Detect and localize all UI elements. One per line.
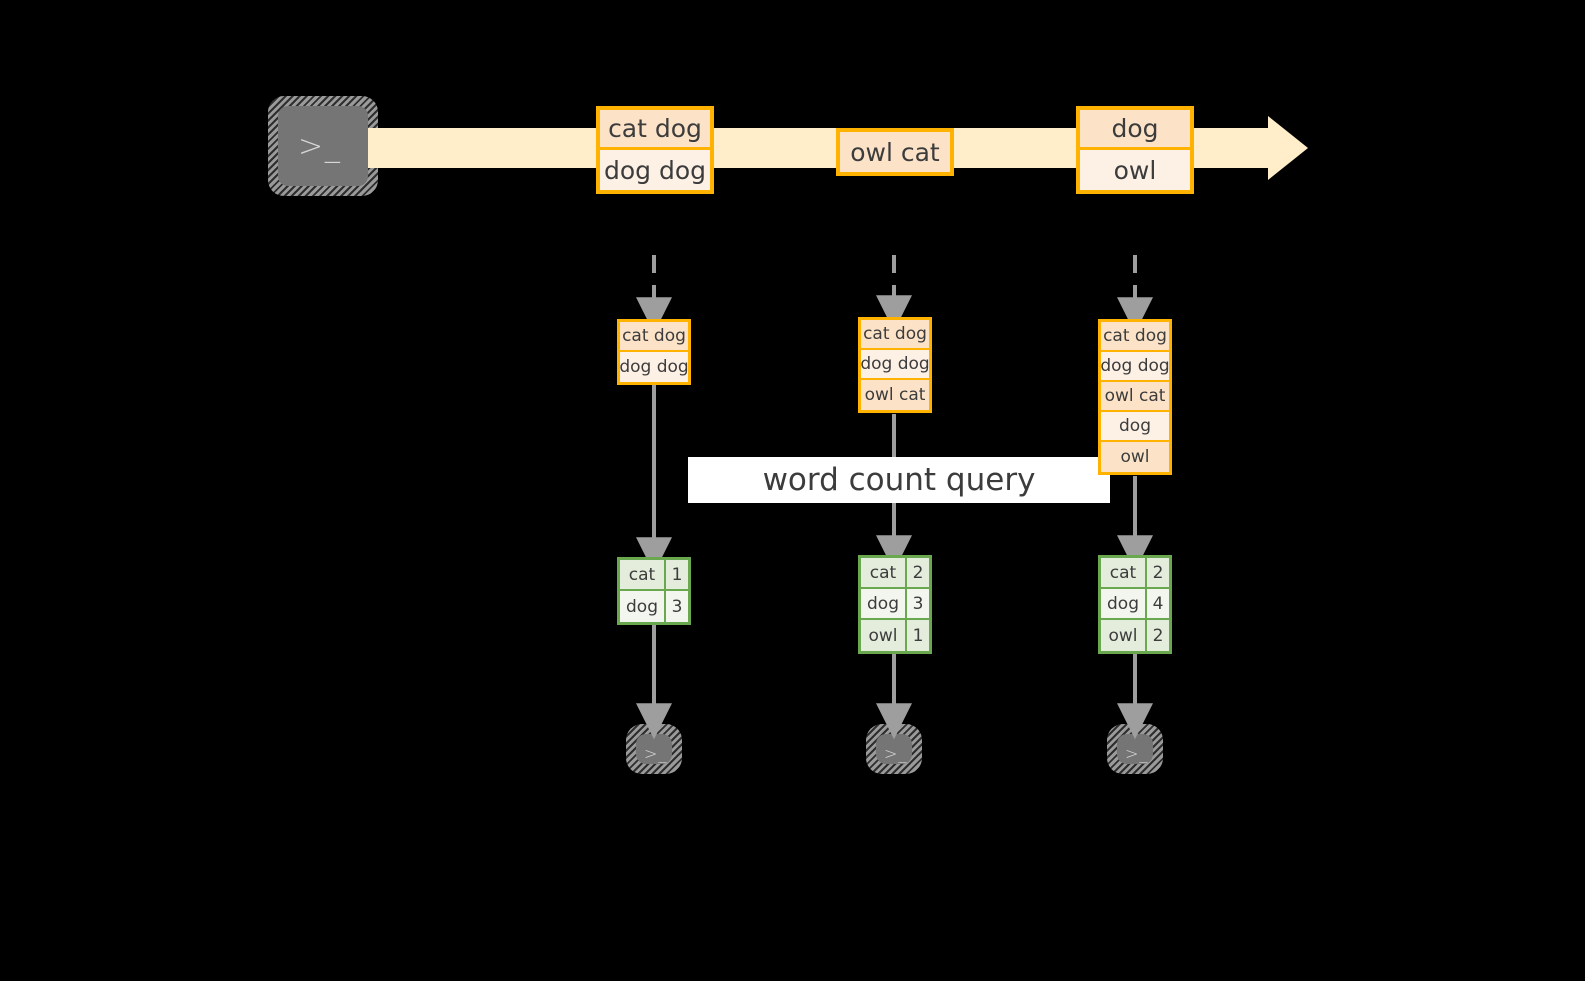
stage-input-line: cat dog xyxy=(861,320,929,350)
result-word: dog xyxy=(1101,589,1147,618)
source-terminal-icon[interactable]: >_ xyxy=(268,96,378,196)
terminal-prompt-glyph: >_ xyxy=(298,129,342,164)
stage-input-line: dog dog xyxy=(860,350,930,380)
stream-event-line: owl xyxy=(1080,150,1190,190)
stream-event-line: cat dog xyxy=(600,110,710,150)
table-row: dog 4 xyxy=(1101,589,1169,620)
stage-input-line: cat dog xyxy=(1101,322,1169,352)
stage-3-input-stack[interactable]: cat dog dog dog owl cat dog owl xyxy=(1098,319,1172,475)
result-word: dog xyxy=(861,589,907,618)
stage-input-line: owl xyxy=(1101,442,1169,472)
stage-input-line: dog xyxy=(1101,412,1169,442)
table-row: dog 3 xyxy=(620,591,688,622)
stream-event-line: dog dog xyxy=(600,150,710,190)
event-stream-arrowhead xyxy=(1268,116,1308,180)
result-word: cat xyxy=(861,558,907,587)
result-count: 4 xyxy=(1147,589,1169,618)
result-word: owl xyxy=(861,620,907,651)
word-count-query-banner: word count query xyxy=(688,457,1110,503)
stream-event-batch-2[interactable]: owl cat xyxy=(836,128,954,176)
stream-event-line: owl cat xyxy=(840,132,950,172)
terminal-prompt-glyph: >_ xyxy=(1125,744,1149,763)
result-count: 2 xyxy=(1147,558,1169,587)
result-count: 2 xyxy=(1147,620,1169,651)
result-count: 3 xyxy=(666,591,688,622)
stage-input-line: owl cat xyxy=(861,380,929,410)
stage-input-line: dog dog xyxy=(619,352,689,382)
stage-1-result-table[interactable]: cat 1 dog 3 xyxy=(617,557,691,625)
result-count: 2 xyxy=(907,558,929,587)
stage-input-line: dog dog xyxy=(1100,352,1170,382)
table-row: cat 2 xyxy=(861,558,929,589)
stream-event-line: dog xyxy=(1080,110,1190,150)
terminal-prompt-glyph: >_ xyxy=(644,744,668,763)
table-row: cat 2 xyxy=(1101,558,1169,589)
table-row: dog 3 xyxy=(861,589,929,620)
result-count: 1 xyxy=(666,560,688,589)
result-word: dog xyxy=(620,591,666,622)
result-count: 1 xyxy=(907,620,929,651)
stage-1-input-stack[interactable]: cat dog dog dog xyxy=(617,319,691,385)
stream-event-batch-1[interactable]: cat dog dog dog xyxy=(596,106,714,194)
query-label: word count query xyxy=(762,462,1036,498)
table-row: owl 2 xyxy=(1101,620,1169,651)
result-count: 3 xyxy=(907,589,929,618)
table-row: owl 1 xyxy=(861,620,929,651)
terminal-prompt-glyph: >_ xyxy=(884,744,908,763)
stage-input-line: owl cat xyxy=(1101,382,1169,412)
table-row: cat 1 xyxy=(620,560,688,591)
stage-2-result-table[interactable]: cat 2 dog 3 owl 1 xyxy=(858,555,932,654)
terminal-screen xyxy=(278,106,368,186)
stream-event-batch-3[interactable]: dog owl xyxy=(1076,106,1194,194)
stage-input-line: cat dog xyxy=(620,322,688,352)
stage-3-result-table[interactable]: cat 2 dog 4 owl 2 xyxy=(1098,555,1172,654)
result-word: cat xyxy=(1101,558,1147,587)
stage-2-input-stack[interactable]: cat dog dog dog owl cat xyxy=(858,317,932,413)
result-word: cat xyxy=(620,560,666,589)
result-word: owl xyxy=(1101,620,1147,651)
